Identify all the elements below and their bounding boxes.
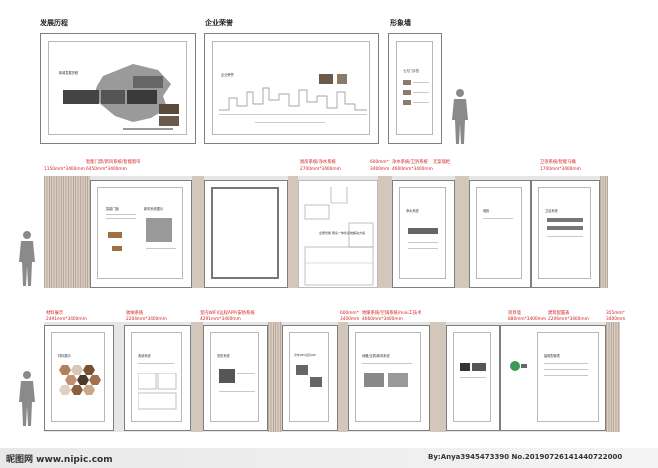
human-silhouette-icon (19, 231, 35, 286)
panel-title: 地暖/空调/新风系统 (362, 354, 390, 358)
thumbnail (403, 90, 411, 95)
size-label: 6450mm*3400mm (86, 167, 127, 172)
skyline-graphic (219, 74, 367, 123)
cabinet-panel: 墙柜 (469, 180, 531, 288)
config-table-panel: 建筑配置表 (500, 325, 606, 431)
size-label: 4291mm*3400mm (200, 317, 241, 322)
beige-panel (288, 176, 298, 288)
bathroom-panel: 卫浴系统 (531, 180, 600, 288)
kitchen-drawing (304, 187, 374, 286)
size-label: 3400mm (340, 317, 360, 322)
panel-title: 建筑配置表 (544, 354, 560, 358)
china-map-graphic (63, 64, 179, 130)
beige-panel (192, 176, 204, 288)
project-wall-panel (446, 325, 500, 431)
beige-panel (338, 322, 348, 432)
storage-panel: 收纳系统 (124, 325, 191, 431)
area-label: 材料展示 (46, 311, 64, 316)
area-label: 建筑配置表 (548, 311, 570, 316)
blank-panel (204, 180, 288, 288)
size-label: 355mm* (606, 311, 625, 316)
smart-lock-panel: 智能门锁 新风系统展示 (90, 180, 192, 288)
honors-panel-label: 企业荣誉 (221, 73, 234, 77)
beige-panel (430, 322, 446, 432)
area-label: 项目墙 (508, 311, 521, 316)
size-label: 3400mm (606, 317, 626, 322)
panel-title: 净水系统 (406, 209, 419, 213)
panel-title: 材料展示 (58, 354, 71, 358)
water-panel: 净水系统 (392, 180, 455, 288)
logo-icon (510, 361, 527, 371)
materials-panel: 材料展示 (44, 325, 114, 431)
wood-panel (44, 176, 90, 288)
thumbnail (403, 80, 411, 85)
security-panel: 安防系统 (203, 325, 268, 431)
size-label: 1700mm*3400mm (540, 167, 581, 172)
image-wall-label: 七孔门示范 (403, 69, 419, 73)
size-label: 880mm*3400mm (508, 317, 547, 322)
size-label: 2700mm*3400mm (300, 167, 341, 172)
material-hexagons (59, 365, 101, 395)
size-label: 2206mm*3400mm (548, 317, 589, 322)
history-panel: 新城发展历程 (40, 33, 196, 144)
human-silhouette-icon (452, 89, 468, 144)
area-label: 室内WIFI/远程APP/安防系统 (200, 311, 255, 316)
storage-drawing (138, 373, 177, 410)
area-label: 净水系统/卫浴系统 (392, 160, 428, 165)
size-label: 3400mm (370, 167, 390, 172)
area-label: 智能门禁/新风系统/智能窗帘 (86, 160, 141, 165)
wood-panel (600, 176, 608, 288)
watermark-bar (0, 448, 658, 468)
panel-title: 安防系统 (217, 354, 230, 358)
beige-panel (455, 176, 469, 288)
wood-panel (606, 322, 620, 432)
panel-title: 收纳系统 (138, 354, 151, 358)
area-label: 厨房系统/净水系统 (300, 160, 336, 165)
panel-title: 室内WIFI/远程APP (294, 354, 316, 357)
size-label: 2491mm*3400mm (46, 317, 87, 322)
panel-title: 全屋智能 厨房一体化系统解决方案 (319, 231, 365, 235)
heating-panel: 地暖/空调/新风系统 (348, 325, 430, 431)
area-label: 无案墙柜 (433, 160, 451, 165)
wood-panel (268, 322, 282, 432)
section-title-image-wall: 形象墙 (390, 19, 411, 27)
history-panel-label: 新城发展历程 (59, 71, 79, 75)
area-label: 收纳系统 (126, 311, 144, 316)
panel-title: 墙柜 (483, 209, 490, 213)
size-label: 2204mm*3400mm (126, 317, 167, 322)
area-label: 地暖系统/空调系统/mini工技术 (362, 311, 422, 316)
panel-title: 智能门锁 (106, 207, 119, 211)
size-label: 4660mm*3400mm (362, 317, 403, 322)
panel-title: 卫浴系统 (545, 209, 558, 213)
watermark-left: 昵图网 www.nipic.com (6, 455, 113, 465)
size-label: 600mm* (370, 160, 389, 165)
beige-panel (378, 176, 392, 288)
size-label: 4600mm*3400mm (392, 167, 433, 172)
watermark-right: By:Anya3945473390 No.2019072614144072200… (428, 453, 623, 461)
wifi-app-panel: 室内WIFI/远程APP (282, 325, 338, 431)
human-silhouette-icon (19, 371, 35, 426)
section-title-history: 发展历程 (40, 19, 68, 27)
kitchen-panel: 全屋智能 厨房一体化系统解决方案 (298, 180, 378, 288)
beige-panel (191, 322, 203, 432)
size-label: 1150mm*3400mm (44, 167, 85, 172)
section-title-honors: 企业荣誉 (205, 19, 233, 27)
area-label: 卫浴系统/智能马桶 (540, 160, 576, 165)
panel-title: 新风系统展示 (144, 207, 164, 211)
size-label: 600mm* (340, 311, 359, 316)
image-wall-panel: 七孔门示范 (388, 33, 442, 144)
honors-panel: 企业荣誉 (204, 33, 379, 144)
thumbnail (403, 100, 411, 105)
